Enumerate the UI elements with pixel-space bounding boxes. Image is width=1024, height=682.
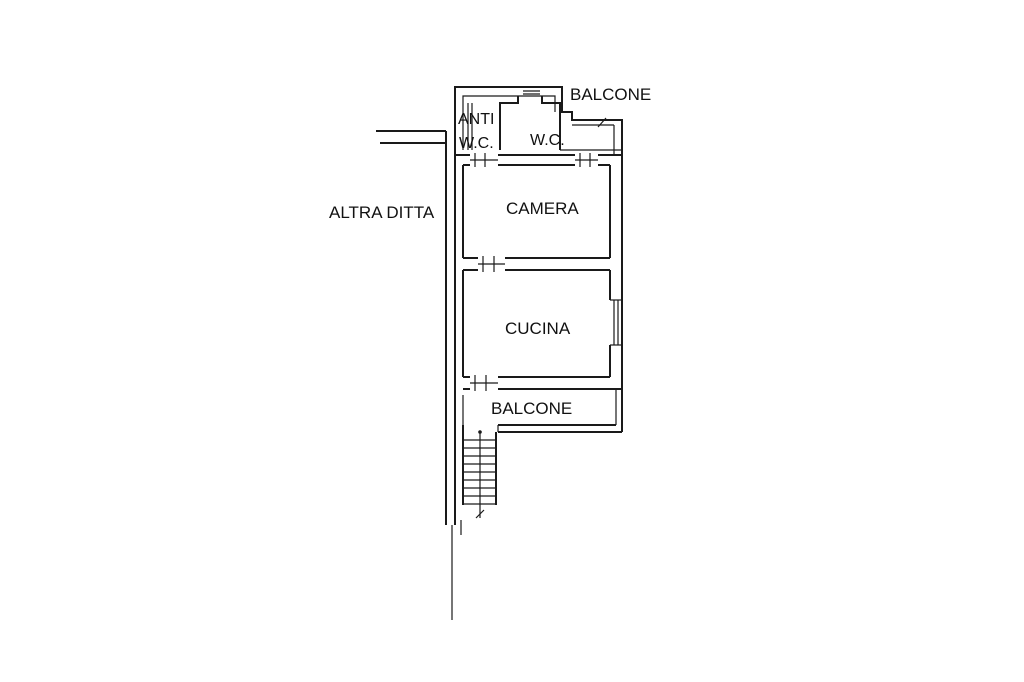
wall-cucina-balcone xyxy=(463,375,622,391)
label-anti-wc: W.C. xyxy=(459,135,494,152)
bathroom-block xyxy=(454,86,623,155)
label-balcone-bottom: BALCONE xyxy=(491,399,572,418)
label-balcone-top: BALCONE xyxy=(570,85,651,104)
bottom-balcony xyxy=(462,389,623,433)
wall-bath-camera xyxy=(455,153,622,167)
label-cucina: CUCINA xyxy=(505,319,571,338)
label-altra-ditta: ALTRA DITTA xyxy=(329,203,435,222)
neighbour-wall xyxy=(376,130,447,150)
label-anti: ANTI xyxy=(458,111,494,128)
camera-room xyxy=(462,155,623,395)
label-camera: CAMERA xyxy=(506,199,579,218)
staircase xyxy=(462,425,497,519)
left-party-wall xyxy=(445,150,462,620)
cucina-room xyxy=(462,270,622,377)
label-wc: W.C. xyxy=(530,132,565,149)
wall-camera-cucina xyxy=(463,256,610,272)
